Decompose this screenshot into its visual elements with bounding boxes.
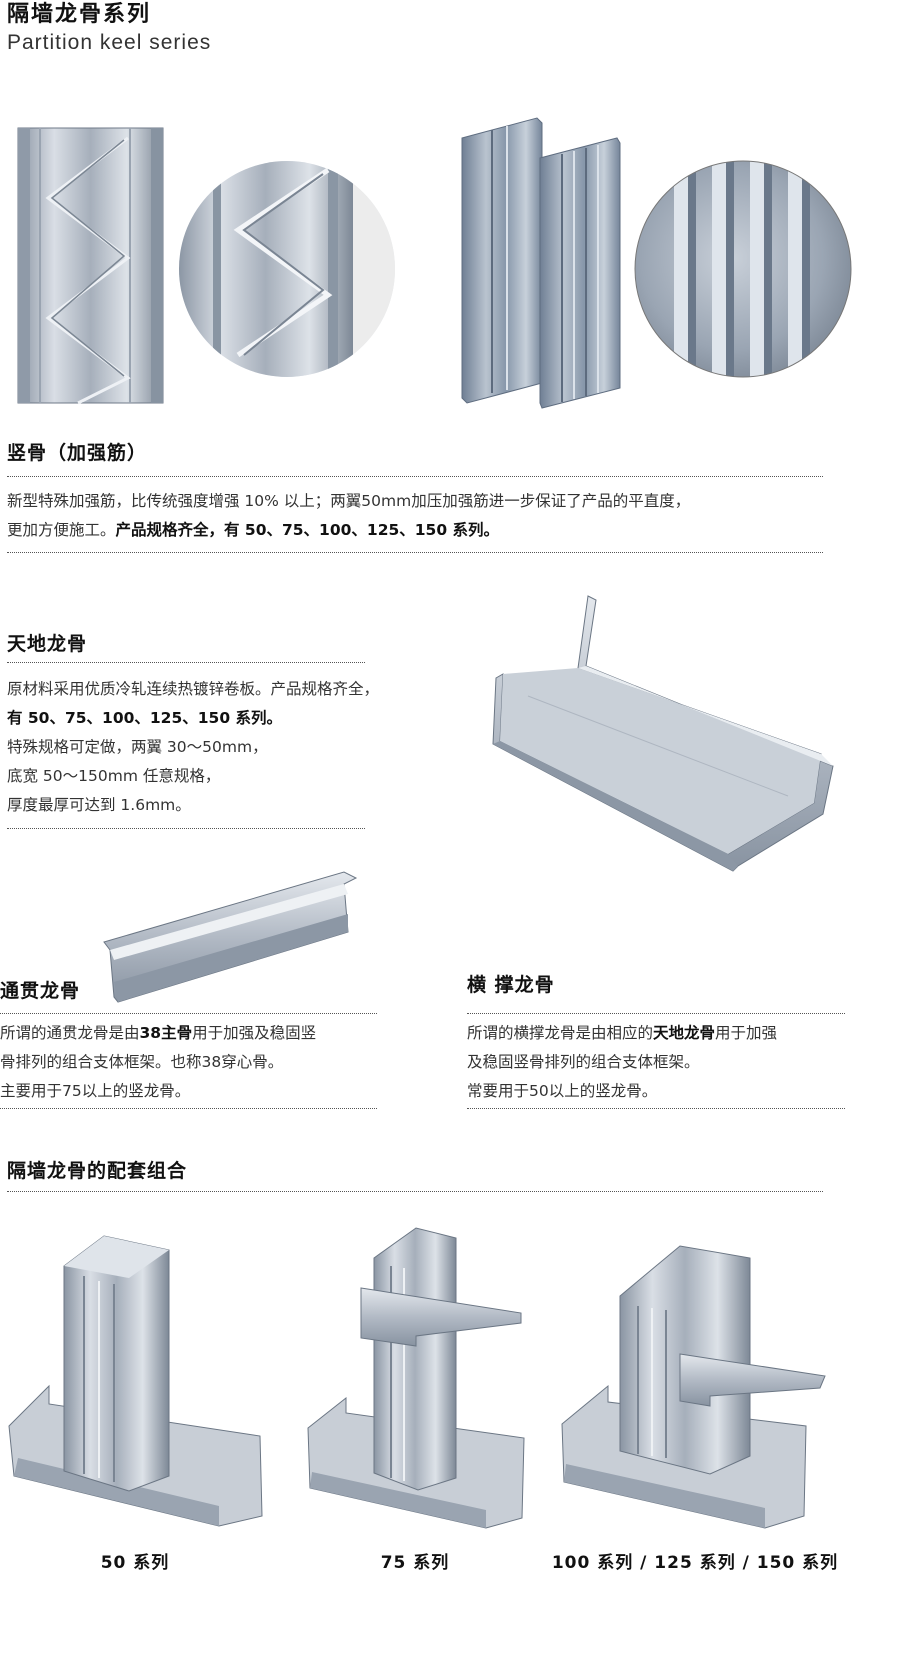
track-line: 底宽 50～150mm 任意规格， <box>7 767 221 785</box>
stud-bold-text: 产品规格齐全，有 50、75、100、125、150 系列。 <box>115 521 500 539</box>
through-line: 所谓的通贯龙骨是由38主骨用于加强及稳固竖 <box>0 1019 316 1048</box>
through-line: 主要用于75以上的竖龙骨。 <box>0 1082 191 1100</box>
brace-text: 用于加强 <box>715 1024 778 1042</box>
track-line: 有 50、75、100、125、150 系列。 <box>7 704 379 733</box>
through-text: 用于加强及稳固竖 <box>192 1024 317 1042</box>
track-channel-image <box>492 595 834 872</box>
combo-caption-50: 50 系列 <box>100 1553 170 1573</box>
brace-line: 及稳固竖骨排列的组合支体框架。 <box>467 1053 700 1071</box>
stud-rib-detail-image <box>179 161 395 377</box>
stud-profile-image <box>461 117 621 409</box>
track-heading: 天地龙骨 <box>7 633 88 655</box>
through-text: 所谓的通贯龙骨是由 <box>0 1024 140 1042</box>
stud-line: 新型特殊加强筋，比传统强度增强 10% 以上；两翼50mm加压加强筋进一步保证了… <box>7 492 691 510</box>
through-description: 所谓的通贯龙骨是由38主骨用于加强及稳固竖 骨排列的组合支体框架。也称38穿心骨… <box>0 1019 316 1106</box>
stud-reinforced-image <box>17 127 164 405</box>
stud-line: 更加方便施工。产品规格齐全，有 50、75、100、125、150 系列。 <box>7 516 690 545</box>
brace-bold-text: 天地龙骨 <box>653 1024 716 1042</box>
track-line: 特殊规格可定做，两翼 30～50mm， <box>7 738 268 756</box>
divider <box>7 476 823 477</box>
divider <box>7 828 365 829</box>
track-description: 原材料采用优质冷轧连续热镀锌卷板。产品规格齐全， 有 50、75、100、125… <box>7 675 379 820</box>
stud-profile-detail-image <box>634 160 852 378</box>
brace-line: 常要用于50以上的竖龙骨。 <box>467 1082 658 1100</box>
divider <box>7 1191 823 1192</box>
stud-description: 新型特殊加强筋，比传统强度增强 10% 以上；两翼50mm加压加强筋进一步保证了… <box>7 487 690 545</box>
divider <box>7 552 823 553</box>
divider <box>0 1108 377 1109</box>
divider <box>467 1108 845 1109</box>
through-bold-text: 38主骨 <box>139 1024 193 1042</box>
combo-75-image <box>307 1227 525 1529</box>
through-line: 骨排列的组合支体框架。也称38穿心骨。 <box>0 1053 284 1071</box>
brace-heading: 横 撑龙骨 <box>467 974 555 996</box>
through-heading: 通贯龙骨 <box>0 980 81 1002</box>
combo-50-image <box>8 1235 263 1527</box>
track-line: 厚度最厚可达到 1.6mm。 <box>7 796 191 814</box>
track-bold-text: 有 50、75、100、125、150 系列。 <box>7 709 282 727</box>
track-line: 原材料采用优质冷轧连续热镀锌卷板。产品规格齐全， <box>7 680 380 698</box>
divider <box>7 662 365 663</box>
combo-caption-100-150: 100 系列 / 125 系列 / 150 系列 <box>551 1553 839 1573</box>
through-keel-image <box>103 871 358 1003</box>
page-subtitle: Partition keel series <box>7 31 212 54</box>
brace-line: 所谓的横撑龙骨是由相应的天地龙骨用于加强 <box>467 1019 777 1048</box>
page-title: 隔墙龙骨系列 <box>7 2 152 27</box>
brace-text: 所谓的横撑龙骨是由相应的 <box>467 1024 654 1042</box>
combo-caption-75: 75 系列 <box>380 1553 450 1573</box>
combo-100-image <box>561 1245 826 1529</box>
divider <box>0 1013 377 1014</box>
combo-heading: 隔墙龙骨的配套组合 <box>7 1160 188 1182</box>
stud-heading: 竖骨（加强筋） <box>7 442 148 464</box>
brace-description: 所谓的横撑龙骨是由相应的天地龙骨用于加强 及稳固竖骨排列的组合支体框架。 常要用… <box>467 1019 777 1106</box>
stud-text: 更加方便施工。 <box>7 521 116 539</box>
divider <box>467 1013 845 1014</box>
